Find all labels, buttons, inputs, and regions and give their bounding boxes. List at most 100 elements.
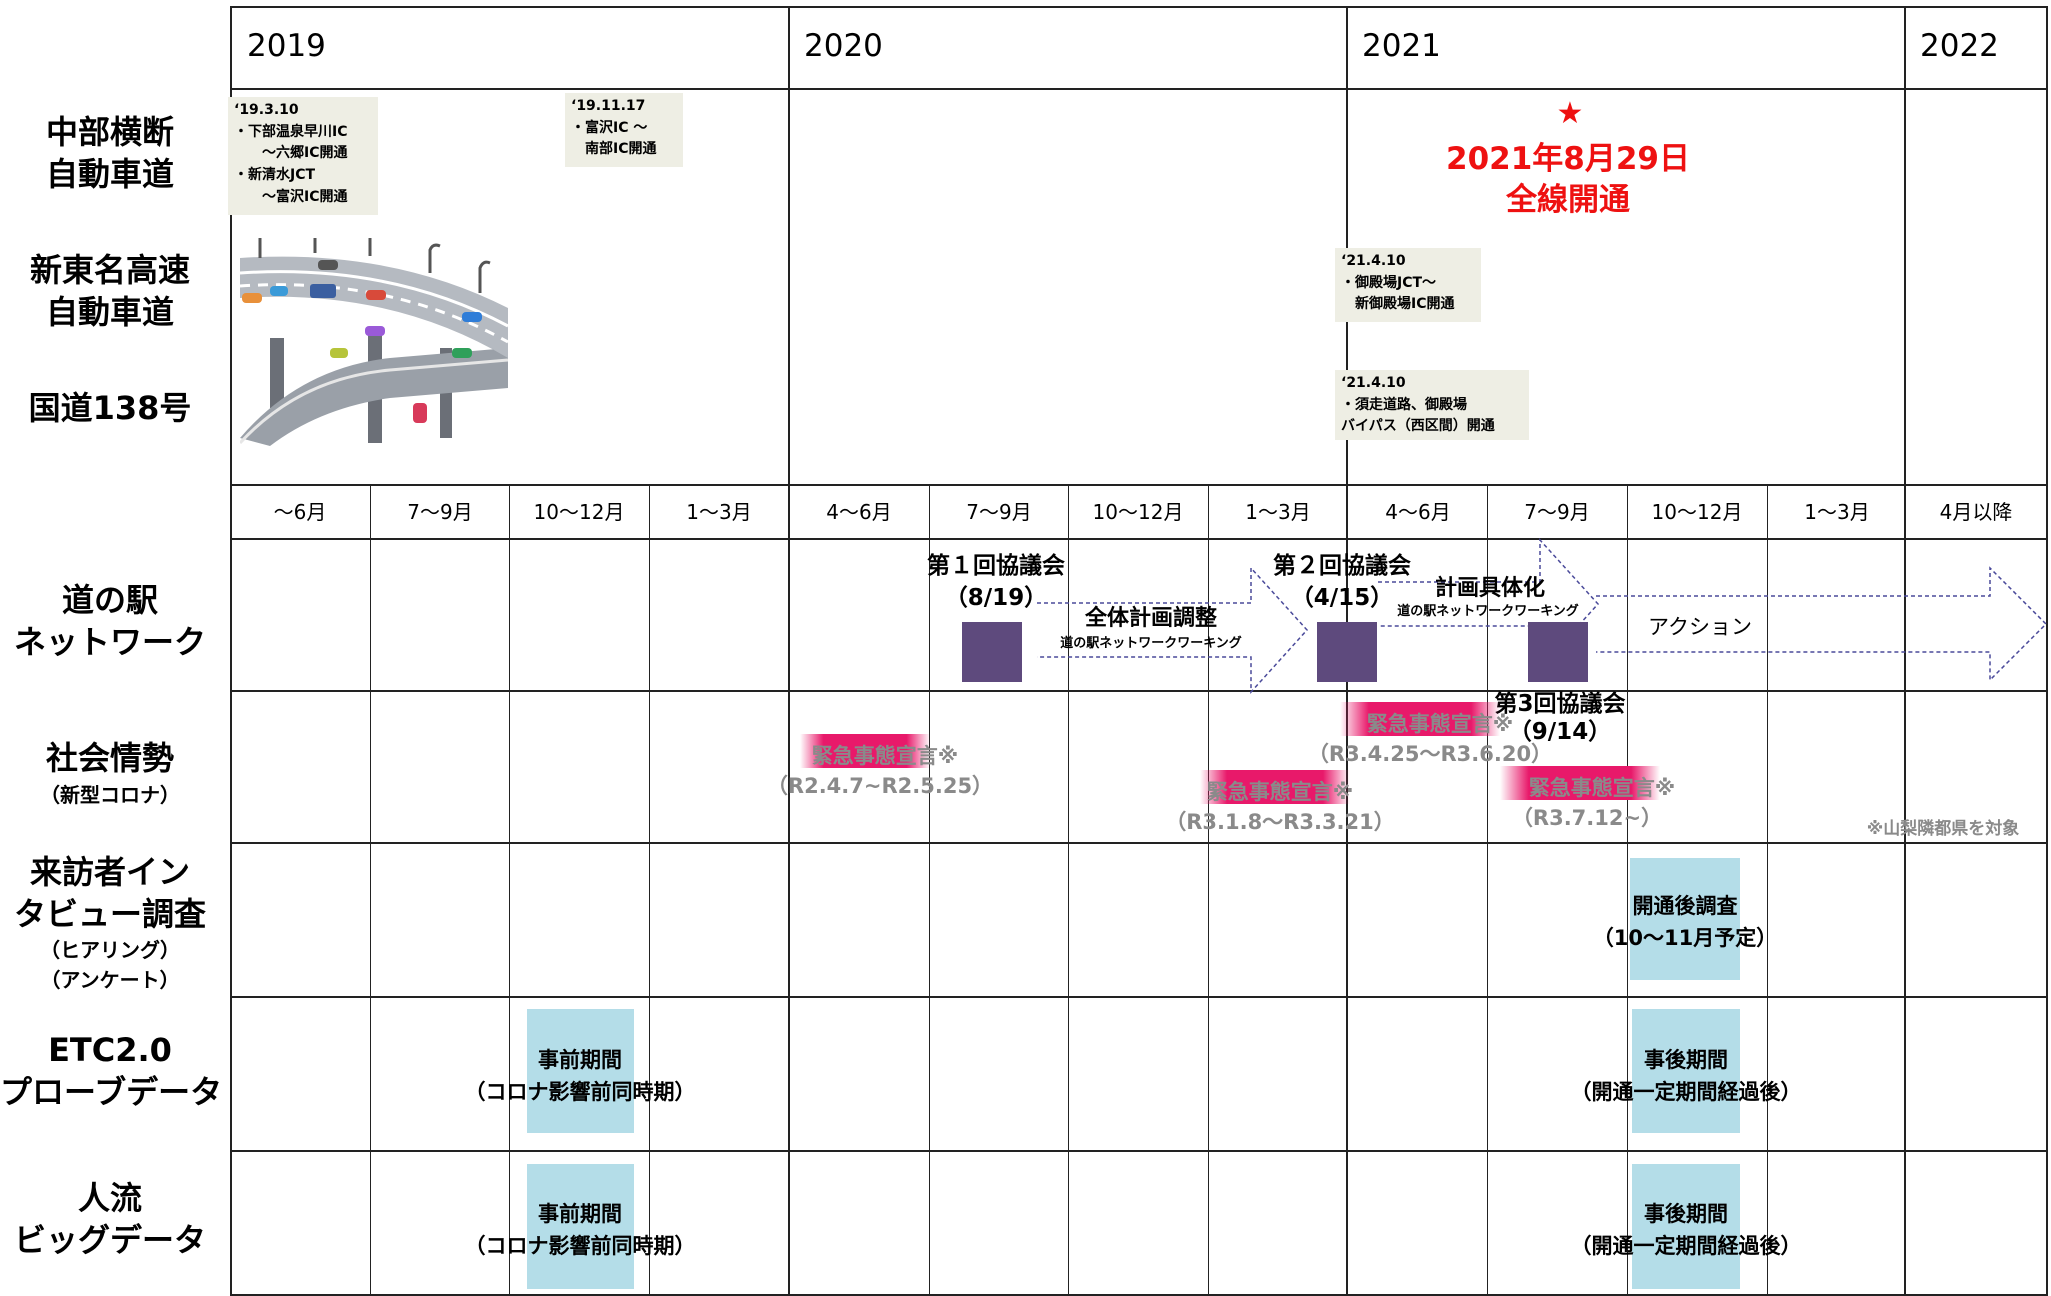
phase-2-label: 計画具体化 xyxy=(1434,576,1545,601)
note-shintomei: ‘21.4.10 ・御殿場JCT～ 新御殿場IC開通 xyxy=(1335,248,1481,322)
meeting-1-date: （8/19） xyxy=(944,585,1048,611)
jinryu-post-sub: （開通一定期間経過後） xyxy=(1570,1234,1802,1258)
grid-hline xyxy=(230,690,2046,692)
phase-arrow-1 xyxy=(1037,566,1309,694)
note-chubu-1: ‘19.3.10 ・下部温泉早川IC ～六郷IC開通 ・新清水JCT ～富沢IC… xyxy=(228,97,378,215)
opening-label: 全線開通 xyxy=(1506,182,1630,218)
meeting-2-date: （4/15） xyxy=(1290,585,1394,611)
period-header: 4～6月 xyxy=(826,500,892,524)
period-header: 7～9月 xyxy=(966,500,1032,524)
survey-sub: （10～11月予定） xyxy=(1592,926,1778,950)
covid-3-range: （R3.4.25～R3.6.20） xyxy=(1307,742,1553,766)
row-label-shakai: 社会情勢 （新型コロナ） xyxy=(0,738,220,810)
meeting-marker-2 xyxy=(1317,622,1377,682)
year-2022: 2022 xyxy=(1920,28,1999,64)
row-label-raihou-main: 来訪者イン タビュー調査 xyxy=(13,853,206,933)
grid-vline xyxy=(1904,6,1906,1296)
grid-vline xyxy=(509,484,510,1296)
opening-date: 2021年8月29日 xyxy=(1446,141,1690,177)
grid-vline xyxy=(788,6,790,1296)
covid-2-range: （R3.1.8～R3.3.21） xyxy=(1165,810,1395,834)
covid-4-label: 緊急事態宣言※ xyxy=(1528,776,1676,800)
row-label-raihou-sub: （ヒアリング） （アンケート） xyxy=(40,938,180,993)
period-header: ～6月 xyxy=(273,500,327,524)
etc-pre-sub: （コロナ影響前同時期） xyxy=(464,1080,696,1104)
year-2021: 2021 xyxy=(1362,28,1441,64)
jinryu-pre-sub: （コロナ影響前同時期） xyxy=(464,1234,696,1258)
grid-vline xyxy=(1068,484,1069,1296)
grid-hline xyxy=(230,842,2046,844)
period-header: 1～3月 xyxy=(1245,500,1311,524)
row-label-shakai-main: 社会情勢 xyxy=(45,739,174,777)
road-label-chubu: 中部横断 自動車道 xyxy=(45,113,174,193)
meeting-1-label: 第１回協議会 xyxy=(927,553,1065,579)
survey-title: 開通後調査 xyxy=(1632,894,1738,918)
period-header: 1～3月 xyxy=(1804,500,1870,524)
grid-vline xyxy=(1208,484,1209,1296)
survey-block xyxy=(1630,858,1740,980)
period-header: 7～9月 xyxy=(1524,500,1590,524)
covid-1-range: （R2.4.7~R2.5.25） xyxy=(766,774,994,798)
year-2020: 2020 xyxy=(804,28,883,64)
year-2019: 2019 xyxy=(247,28,326,64)
jinryu-pre-block xyxy=(527,1164,634,1289)
period-header: 4～6月 xyxy=(1385,500,1451,524)
covid-2-label: 緊急事態宣言※ xyxy=(1206,780,1354,804)
period-header: 4月以降 xyxy=(1939,500,2013,524)
covid-3-label: 緊急事態宣言※ xyxy=(1366,712,1514,736)
row-label-shakai-sub: （新型コロナ） xyxy=(40,782,180,807)
period-header: 10～12月 xyxy=(1651,500,1743,524)
grid-hline xyxy=(230,6,2046,8)
meeting-marker-3 xyxy=(1528,622,1588,682)
grid-vline xyxy=(1487,484,1488,1296)
row-label-raihou: 来訪者イン タビュー調査 （ヒアリング） （アンケート） xyxy=(0,852,220,995)
grid-hline xyxy=(230,1150,2046,1152)
jinryu-post-label: 事後期間 xyxy=(1644,1202,1728,1226)
meeting-marker-1 xyxy=(962,622,1022,682)
row-label-etc: ETC2.0 プローブデータ xyxy=(0,1031,223,1111)
phase-arrow-2 xyxy=(1378,538,1600,670)
covid-band-3 xyxy=(1340,702,1500,736)
phase-arrow-3 xyxy=(1596,566,2048,682)
grid-hline xyxy=(230,88,2046,90)
etc-post-block xyxy=(1632,1009,1740,1133)
covid-band-1 xyxy=(800,734,930,768)
jinryu-pre-label: 事前期間 xyxy=(538,1202,622,1226)
covid-band-4 xyxy=(1500,766,1660,800)
period-header: 7～9月 xyxy=(407,500,473,524)
note-r138: ‘21.4.10 ・須走道路、御殿場 バイパス（西区間）開通 xyxy=(1335,370,1529,440)
road-label-r138: 国道138号 xyxy=(28,389,192,427)
phase-1-label: 全体計画調整 xyxy=(1084,606,1217,631)
phase-3-label: アクション xyxy=(1648,615,1752,639)
meeting-3-date: （9/14） xyxy=(1508,719,1612,745)
grid-vline xyxy=(370,484,371,1296)
period-header: 10～12月 xyxy=(1092,500,1184,524)
jinryu-post-block xyxy=(1632,1164,1740,1289)
etc-post-label: 事後期間 xyxy=(1644,1048,1728,1072)
grid-vline xyxy=(2046,6,2048,1296)
covid-4-range: （R3.7.12~） xyxy=(1511,806,1663,830)
grid-vline xyxy=(929,484,930,1296)
covid-footnote: ※山梨隣都県を対象 xyxy=(1866,819,2020,839)
grid-hline xyxy=(230,484,2046,486)
row-label-michinoeki: 道の駅 ネットワーク xyxy=(13,581,206,661)
row-label-jinryu: 人流 ビッグデータ xyxy=(13,1179,206,1259)
grid-vline xyxy=(1767,484,1768,1296)
meeting-2-label: 第２回協議会 xyxy=(1273,553,1411,579)
period-header: 1～3月 xyxy=(686,500,752,524)
grid-hline xyxy=(230,996,2046,998)
etc-pre-block xyxy=(527,1009,634,1133)
grid-vline xyxy=(649,484,650,1296)
phase-2-sub: 道の駅ネットワークワーキング xyxy=(1397,604,1579,619)
etc-pre-label: 事前期間 xyxy=(538,1048,622,1072)
grid-vline xyxy=(1627,484,1628,1296)
note-chubu-2: ‘19.11.17 ・富沢IC ～ 南部IC開通 xyxy=(565,93,683,167)
grid-vline xyxy=(230,6,232,1296)
grid-hline xyxy=(230,538,2046,540)
road-label-shintomei: 新東名高速 自動車道 xyxy=(29,251,190,331)
period-header: 10～12月 xyxy=(533,500,625,524)
etc-post-sub: （開通一定期間経過後） xyxy=(1570,1080,1802,1104)
opening-star-icon: ★ xyxy=(1556,96,1584,131)
covid-1-label: 緊急事態宣言※ xyxy=(811,744,959,768)
